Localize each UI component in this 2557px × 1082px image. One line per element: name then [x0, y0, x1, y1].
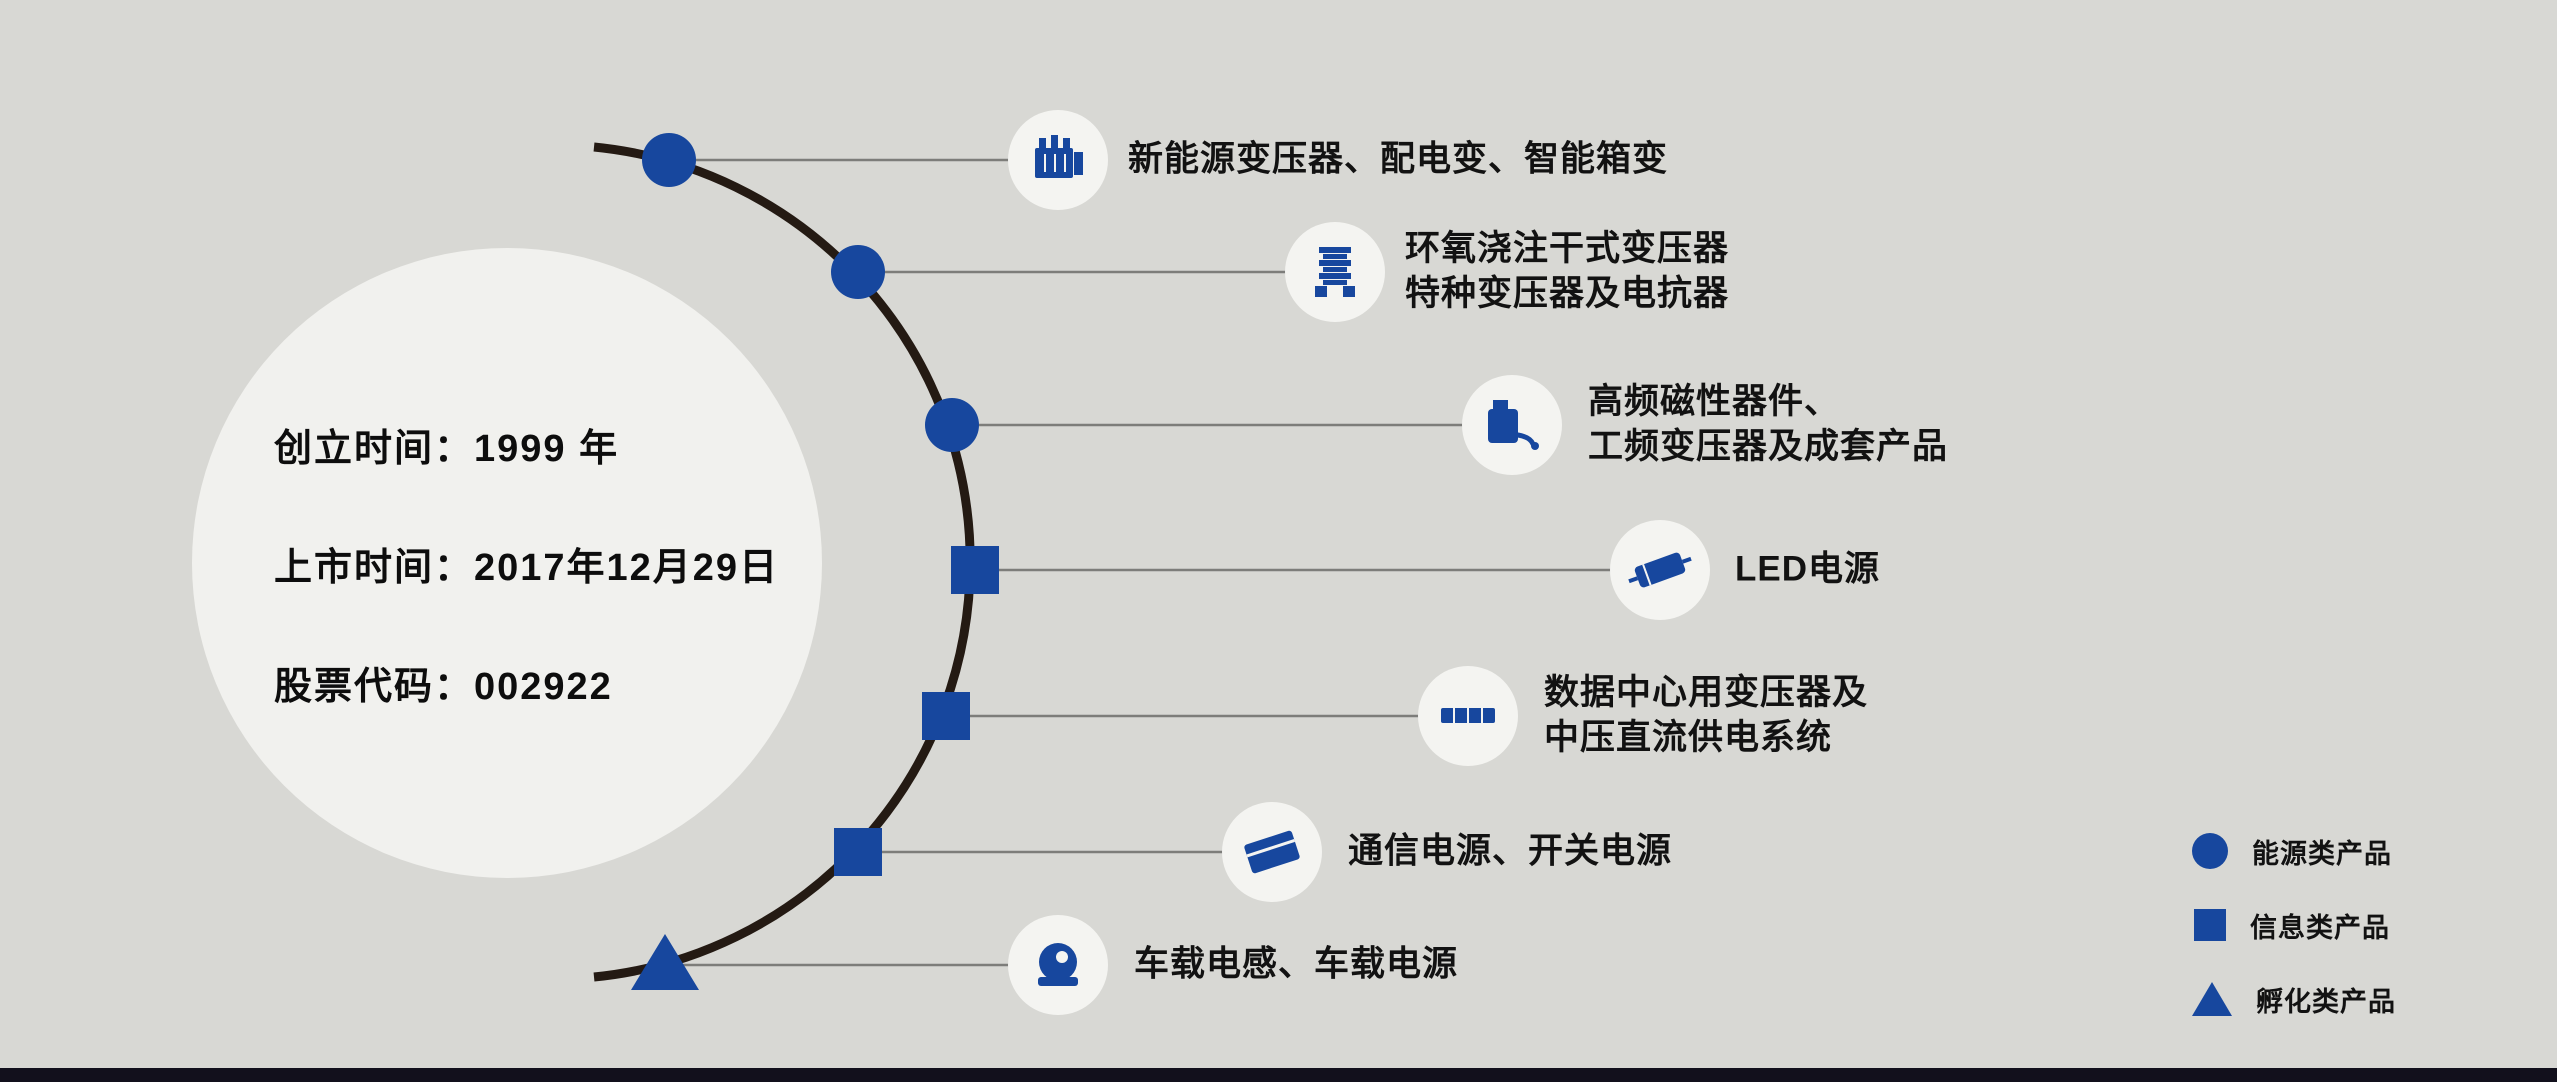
- legend-triangle-icon: [2192, 982, 2232, 1016]
- legend-label: 信息类产品: [2250, 912, 2390, 943]
- product-label-line: 高频磁性器件、: [1588, 382, 1841, 422]
- comm-power-icon: [1244, 830, 1300, 874]
- legend-square-icon: [2194, 909, 2226, 941]
- triangle-marker: [631, 934, 699, 990]
- circle-marker: [925, 398, 979, 452]
- circle-marker: [642, 133, 696, 187]
- magnetic-device-icon: [1488, 400, 1539, 450]
- legend-row: 信息类产品: [2192, 906, 2396, 944]
- product-label-line: 通信电源、开关电源: [1348, 831, 1673, 871]
- bottom-border-bar: [0, 1068, 2557, 1082]
- square-marker: [922, 692, 970, 740]
- product-label: LED电源: [1735, 548, 1880, 593]
- product-label-line: LED电源: [1735, 549, 1881, 589]
- product-label-line: 环氧浇注干式变压器: [1405, 229, 1730, 269]
- transformer-icon: [1035, 135, 1083, 178]
- product-label-line: 工频变压器及成套产品: [1588, 427, 1949, 466]
- product-label: 数据中心用变压器及中压直流供电系统: [1544, 671, 1868, 761]
- legend-row: 能源类产品: [2192, 832, 2396, 870]
- product-label: 环氧浇注干式变压器特种变压器及电抗器: [1405, 227, 1729, 317]
- product-label: 通信电源、开关电源: [1348, 830, 1672, 875]
- legend-circle-icon: [2192, 833, 2228, 869]
- product-label-line: 特种变压器及电抗器: [1405, 274, 1730, 313]
- square-marker: [834, 828, 882, 876]
- product-label: 新能源变压器、配电变、智能箱变: [1128, 138, 1668, 183]
- product-label-line: 车载电感、车载电源: [1134, 944, 1459, 984]
- legend-row: 孵化类产品: [2192, 980, 2396, 1018]
- product-label-line: 中压直流供电系统: [1544, 718, 1833, 757]
- product-label: 高频磁性器件、工频变压器及成套产品: [1588, 380, 1948, 470]
- product-label-line: 数据中心用变压器及: [1544, 673, 1869, 713]
- founded-date-line: 创立时间：1999 年: [274, 427, 620, 470]
- legend: 能源类产品信息类产品孵化类产品: [2192, 832, 2396, 1018]
- vehicle-power-icon: [1038, 943, 1078, 986]
- circle-marker: [831, 245, 885, 299]
- data-center-icon: [1441, 708, 1495, 723]
- product-label: 车载电感、车载电源: [1134, 943, 1458, 988]
- listing-date-line: 上市时间：2017年12月29日: [274, 546, 780, 589]
- legend-label: 能源类产品: [2252, 838, 2392, 869]
- legend-label: 孵化类产品: [2256, 986, 2396, 1017]
- square-marker: [951, 546, 999, 594]
- timeline-items-layer: [631, 110, 1710, 1015]
- dry-transformer-icon: [1315, 247, 1355, 297]
- company-info-circle: 创立时间：1999 年 上市时间：2017年12月29日 股票代码：002922: [192, 248, 822, 878]
- product-label-line: 新能源变压器、配电变、智能箱变: [1128, 139, 1669, 179]
- led-power-icon: [1628, 552, 1692, 588]
- stock-code-line: 股票代码：002922: [274, 665, 613, 708]
